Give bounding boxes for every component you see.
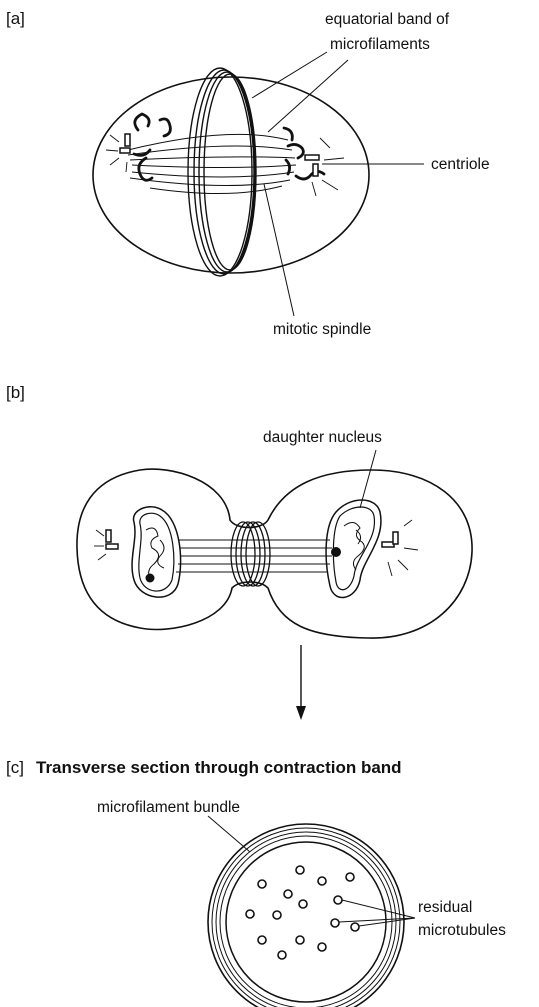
panel-b-marker: [b] [6, 383, 25, 402]
cell-outline [93, 77, 369, 273]
equatorial-microfilament-band [188, 68, 256, 276]
label-residual-1: residual [418, 899, 472, 916]
panel-a: [a] [6, 9, 490, 338]
down-arrow [296, 645, 306, 720]
centriole-b-right [382, 520, 418, 576]
panel-b: [b] [6, 383, 472, 720]
panel-a-marker: [a] [6, 9, 25, 28]
label-centriole: centriole [431, 156, 490, 173]
residual-microtubules [246, 866, 359, 959]
leader-daughter-nucleus [360, 450, 376, 508]
contraction-band-cross-section [208, 824, 404, 1007]
label-microfilament-bundle: microfilament bundle [97, 799, 240, 816]
centriole-left [106, 134, 130, 172]
label-residual-2: microtubules [418, 922, 506, 939]
mitotic-spindle-fibers [128, 134, 296, 193]
label-daughter-nucleus: daughter nucleus [263, 429, 382, 446]
panel-c-marker: [c] [6, 758, 24, 777]
label-mitotic-spindle: mitotic spindle [273, 321, 371, 338]
centriole-right [305, 138, 344, 196]
label-equatorial-band-2: microfilaments [330, 36, 430, 53]
dividing-cell-outline [77, 469, 472, 638]
panel-c-title: Transverse section through contraction b… [36, 758, 402, 777]
panel-c: [c] Transverse section through contracti… [6, 758, 506, 1007]
daughter-nucleus-left [132, 507, 181, 597]
cleavage-furrow-band [231, 522, 270, 586]
daughter-nucleus-right [326, 500, 381, 597]
label-equatorial-band-1: equatorial band of [325, 11, 450, 28]
centriole-b-left [94, 530, 118, 560]
leader-lines-a [252, 52, 424, 316]
